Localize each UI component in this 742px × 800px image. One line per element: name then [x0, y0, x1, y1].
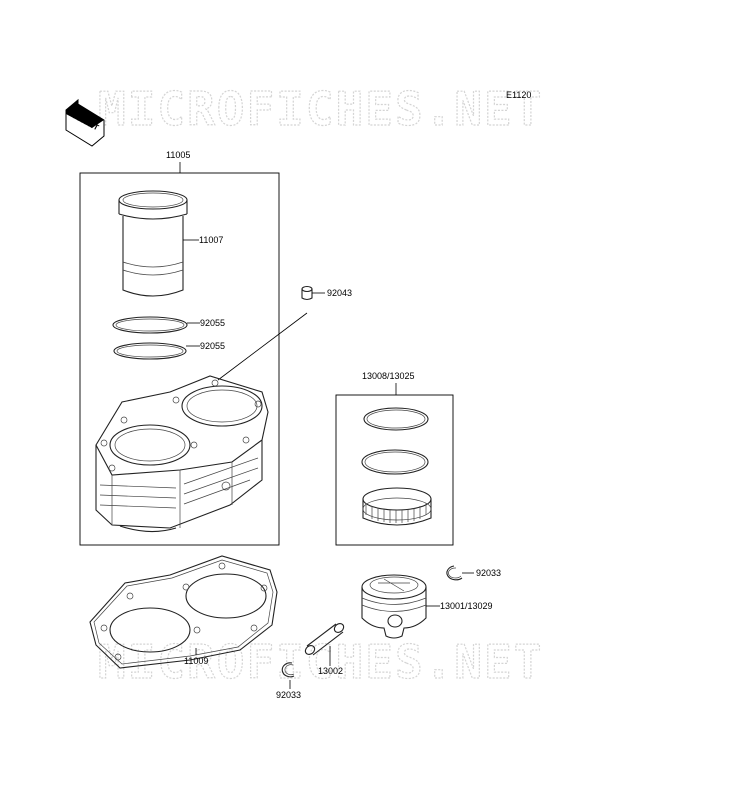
label-92055-upper: 92055	[200, 318, 225, 328]
piston-ring-top	[363, 407, 429, 431]
cylinder-assembly-box	[79, 172, 280, 546]
snap-ring-left	[281, 662, 295, 678]
watermark-bottom: MICROFICHES.NET	[98, 635, 543, 689]
label-11005: 11005	[166, 150, 190, 160]
label-92043: 92043	[327, 288, 352, 298]
cylinder-sleeve	[118, 190, 188, 297]
dowel-pin	[301, 285, 313, 301]
label-11007: 11007	[199, 235, 223, 245]
cylinder-block	[95, 375, 269, 533]
leader-92043	[217, 312, 308, 381]
diagram-code: E1120	[506, 90, 531, 100]
oil-ring	[362, 487, 432, 526]
snap-ring-right	[446, 565, 463, 581]
label-92055-lower: 92055	[200, 341, 225, 351]
label-11009: 11009	[184, 656, 208, 666]
front-arrow-icon: FRONT	[65, 98, 105, 147]
label-13008-13025: 13008/13025	[362, 371, 415, 381]
label-92033-right: 92033	[476, 568, 501, 578]
piston-pin	[304, 623, 345, 656]
label-13002: 13002	[318, 666, 343, 676]
label-13001-13029: 13001/13029	[440, 601, 493, 611]
watermark-top: MICROFICHES.NET	[98, 82, 543, 136]
head-gasket	[89, 555, 278, 669]
piston	[361, 574, 427, 639]
o-ring-upper	[112, 316, 188, 334]
piston-ring-second	[361, 449, 429, 475]
piston-ring-set-box	[335, 394, 454, 546]
o-ring-lower	[113, 342, 187, 360]
label-92033-left: 92033	[276, 690, 301, 700]
